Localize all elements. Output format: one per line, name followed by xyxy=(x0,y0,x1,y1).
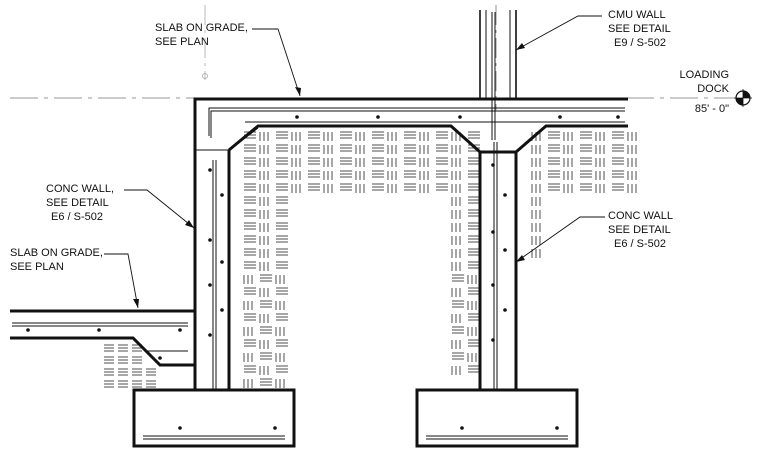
note-conc-wall-left: CONC WALL, SEE DETAIL E6 / S-502 xyxy=(46,183,114,223)
svg-text:LOADING: LOADING xyxy=(679,69,729,81)
rebar-dots xyxy=(26,115,620,430)
note-conc-wall-right: CONC WALL SEE DETAIL E6 / S-502 xyxy=(608,210,673,250)
note-slab-low: SLAB ON GRADE, SEE PLAN xyxy=(10,247,103,273)
svg-text:CONC WALL: CONC WALL xyxy=(608,210,673,222)
svg-text:DOCK: DOCK xyxy=(697,83,729,95)
svg-text:CMU WALL: CMU WALL xyxy=(608,9,666,21)
elevation-marker-icon xyxy=(734,89,752,107)
note-cmu-wall: CMU WALL SEE DETAIL E9 / S-502 xyxy=(608,9,671,49)
footing-left xyxy=(132,388,296,448)
note-slab-top: SLAB ON GRADE, SEE PLAN xyxy=(155,22,248,48)
svg-text:SLAB ON GRADE,: SLAB ON GRADE, xyxy=(155,22,248,34)
svg-text:E6 / S-502: E6 / S-502 xyxy=(51,211,103,223)
note-loading-dock: LOADING DOCK 85' - 0" xyxy=(679,69,729,115)
svg-text:E9 / S-502: E9 / S-502 xyxy=(614,37,666,49)
footing-right xyxy=(415,388,579,448)
svg-text:SEE DETAIL: SEE DETAIL xyxy=(608,23,671,35)
lower-slab xyxy=(10,309,195,367)
svg-text:SEE PLAN: SEE PLAN xyxy=(155,36,209,48)
svg-text:85' - 0": 85' - 0" xyxy=(695,103,729,115)
svg-text:SEE PLAN: SEE PLAN xyxy=(10,261,64,273)
svg-text:SEE DETAIL: SEE DETAIL xyxy=(46,197,109,209)
upper-slab xyxy=(193,97,628,154)
soil-hatch xyxy=(104,131,637,388)
svg-text:CONC WALL,: CONC WALL, xyxy=(46,183,114,195)
leader-lines xyxy=(104,15,605,309)
svg-text:E6 / S-502: E6 / S-502 xyxy=(614,238,666,250)
svg-text:SLAB ON GRADE,: SLAB ON GRADE, xyxy=(10,247,103,259)
cmu-wall xyxy=(479,10,517,140)
svg-text:SEE DETAIL: SEE DETAIL xyxy=(608,224,671,236)
